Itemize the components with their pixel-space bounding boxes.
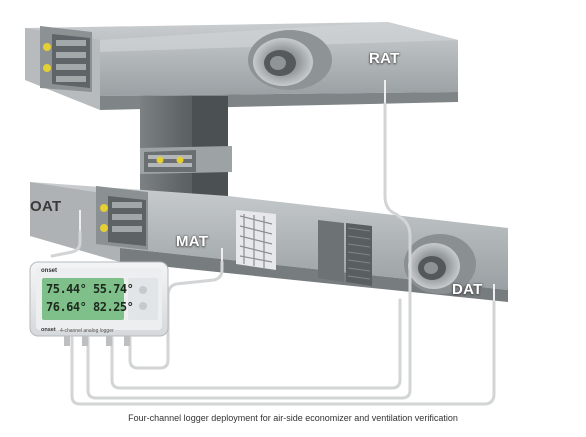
upper-damper [40, 26, 92, 92]
supply-fan [404, 234, 476, 294]
return-fan [248, 30, 332, 90]
data-logger [29, 261, 169, 346]
logger-brand-top: onset [41, 268, 58, 274]
logger-description: 4-channel analog logger [60, 328, 114, 334]
logger-reading-1: 75.44° [46, 282, 87, 296]
sensor-probes [79, 80, 495, 302]
figure-caption: Four-channel logger deployment for air-s… [128, 413, 458, 423]
outside-air-damper [96, 186, 148, 250]
rat-label: RAT [369, 50, 400, 67]
filter-section [236, 210, 276, 270]
logger-reading-3: 76.64° [46, 300, 87, 314]
mixing-damper [140, 146, 232, 174]
oat-label: OAT [30, 198, 62, 215]
dat-label: DAT [452, 281, 483, 298]
coil-section [318, 220, 372, 286]
logger-lcd-screen [42, 278, 124, 320]
mat-label: MAT [176, 233, 209, 250]
logger-reading-2: 55.74° [93, 282, 134, 296]
sensor-cables [50, 102, 496, 406]
logger-brand-bottom: onset [41, 327, 56, 333]
logger-reading-4: 82.25° [93, 300, 134, 314]
